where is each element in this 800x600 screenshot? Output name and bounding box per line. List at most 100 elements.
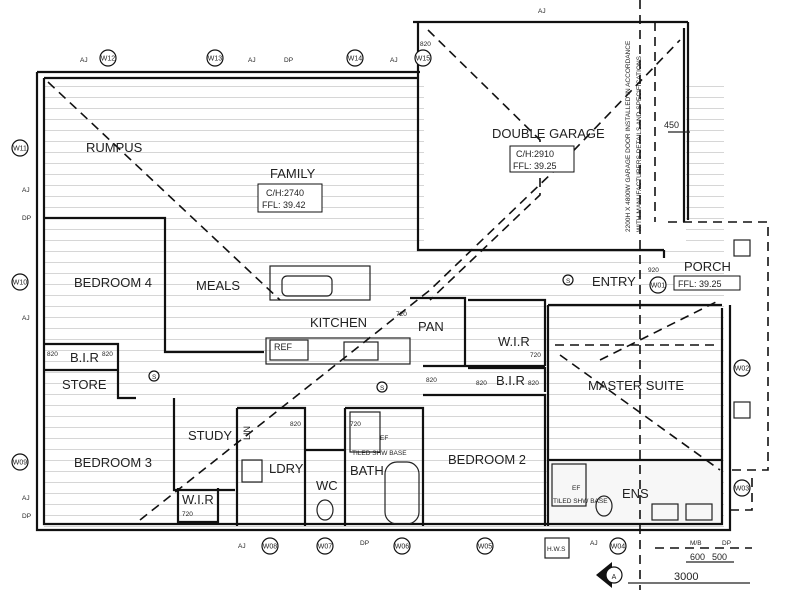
- room-label-pantry: PAN: [418, 319, 444, 334]
- aj-marker: AJ: [238, 543, 246, 550]
- svg-text:W15: W15: [416, 56, 431, 63]
- basin: [685, 503, 713, 521]
- room-label-rumpus: RUMPUS: [86, 140, 143, 155]
- tiled-shower-note: TILED SHW BASE: [553, 498, 608, 505]
- porch-ffl: FFL: 39.25: [678, 279, 722, 289]
- exhaust-fan-label: EF: [380, 435, 388, 442]
- smoke-detector: [148, 370, 160, 382]
- svg-text:S: S: [566, 278, 571, 285]
- interior-walls: [44, 216, 722, 526]
- svg-text:W11: W11: [13, 146, 27, 153]
- window-tag-w13: W13: [206, 49, 224, 67]
- svg-text:W03: W03: [735, 486, 750, 493]
- dp-marker: DP: [360, 540, 369, 547]
- svg-text:A: A: [612, 574, 617, 581]
- kitchen-sink: [281, 275, 333, 297]
- ensuite-shower: [551, 463, 587, 507]
- room-label-bir: B.I.R: [70, 350, 99, 365]
- aj-marker: AJ: [590, 540, 598, 547]
- shower: [349, 411, 381, 453]
- door-width: 720: [182, 511, 193, 518]
- door-width: 920: [648, 267, 659, 274]
- door-width: 720: [350, 421, 361, 428]
- section-marker-a: A: [596, 562, 623, 588]
- dimension-3000: 3000: [674, 571, 698, 583]
- smoke-detector: [376, 381, 388, 393]
- exterior-wall: [35, 20, 732, 532]
- tiled-shower-note: TILED SHW BASE: [352, 450, 407, 457]
- hws-label: H.W.S: [547, 546, 566, 553]
- dp-marker: DP: [722, 540, 731, 547]
- room-label-laundry: LDRY: [269, 461, 304, 476]
- svg-text:W04: W04: [611, 544, 626, 551]
- garage-door-note: 2200H X 4800W GARAGE DOOR INSTALLED IN A…: [625, 40, 632, 232]
- bathtub: [384, 461, 420, 525]
- family-ceiling-height: C/H:2740: [266, 188, 304, 198]
- window-tag-w07: W07: [316, 537, 334, 555]
- door-width: 720: [396, 311, 407, 318]
- dimension-450: 450: [664, 120, 679, 130]
- room-label-master-bir: B.I.R: [496, 373, 525, 388]
- window-tag-w10: W10: [11, 273, 29, 291]
- room-label-master-suite: MASTER SUITE: [588, 378, 684, 393]
- kitchen-bench: [265, 337, 411, 365]
- aj-marker: AJ: [538, 8, 546, 15]
- door-width: 820: [528, 380, 539, 387]
- room-label-family: FAMILY: [270, 166, 316, 181]
- dp-marker: DP: [284, 57, 293, 64]
- laundry-tub: [241, 459, 263, 483]
- porch-post: [733, 239, 751, 257]
- dimension-600: 600: [690, 552, 705, 562]
- aj-marker: AJ: [80, 57, 88, 64]
- room-label-bath: BATH: [350, 463, 384, 478]
- window-tag-w12: W12: [99, 49, 117, 67]
- toilet: [316, 499, 334, 521]
- window-tag-w02: W02: [733, 359, 751, 377]
- svg-text:S: S: [152, 374, 157, 381]
- cooktop: [343, 341, 379, 361]
- garage-door-note-2: WITH MANUFACTURERS DETAILS AND SPECIFICA…: [636, 55, 643, 232]
- aj-marker: AJ: [22, 315, 30, 322]
- room-label-bedroom-4: BEDROOM 4: [74, 275, 152, 290]
- svg-text:W09: W09: [13, 460, 28, 467]
- door-width: 820: [476, 380, 487, 387]
- svg-text:W05: W05: [478, 544, 493, 551]
- svg-text:W12: W12: [101, 56, 116, 63]
- window-tag-w05: W05: [476, 537, 494, 555]
- basin: [651, 503, 679, 521]
- svg-text:S: S: [380, 385, 385, 392]
- window-tag-w03: W03: [733, 479, 751, 497]
- room-label-bed3-wir: W.I.R: [182, 492, 214, 507]
- dp-marker: DP: [22, 513, 31, 520]
- toilet: [595, 495, 613, 517]
- room-label-entry: ENTRY: [592, 274, 636, 289]
- hws-box: [544, 537, 570, 559]
- dp-marker: DP: [22, 215, 31, 222]
- window-tag-w01: W01: [649, 276, 667, 294]
- porch-outline: [639, 0, 769, 590]
- svg-text:W14: W14: [348, 56, 363, 63]
- fridge-label: REF: [274, 342, 293, 352]
- room-label-porch: PORCH: [684, 259, 731, 274]
- family-ffl: FFL: 39.42: [262, 200, 306, 210]
- svg-text:W10: W10: [13, 280, 28, 287]
- window-tag-w04: W04: [609, 537, 627, 555]
- svg-text:W08: W08: [263, 544, 278, 551]
- dimension-500: 500: [712, 552, 727, 562]
- aj-marker: AJ: [22, 187, 30, 194]
- room-label-meals: MEALS: [196, 278, 240, 293]
- room-label-store: STORE: [62, 377, 107, 392]
- door-width: 820: [420, 41, 431, 48]
- meter-box-label: M/B: [690, 540, 702, 547]
- aj-marker: AJ: [22, 495, 30, 502]
- garage-ffl: FFL: 39.25: [513, 161, 557, 171]
- window-tag-w14: W14: [346, 49, 364, 67]
- porch-post: [733, 401, 751, 419]
- room-label-linen: LIN: [242, 426, 252, 440]
- room-label-ensuite: ENS: [622, 486, 649, 501]
- fridge-space: [269, 339, 309, 361]
- door-width: 820: [47, 351, 58, 358]
